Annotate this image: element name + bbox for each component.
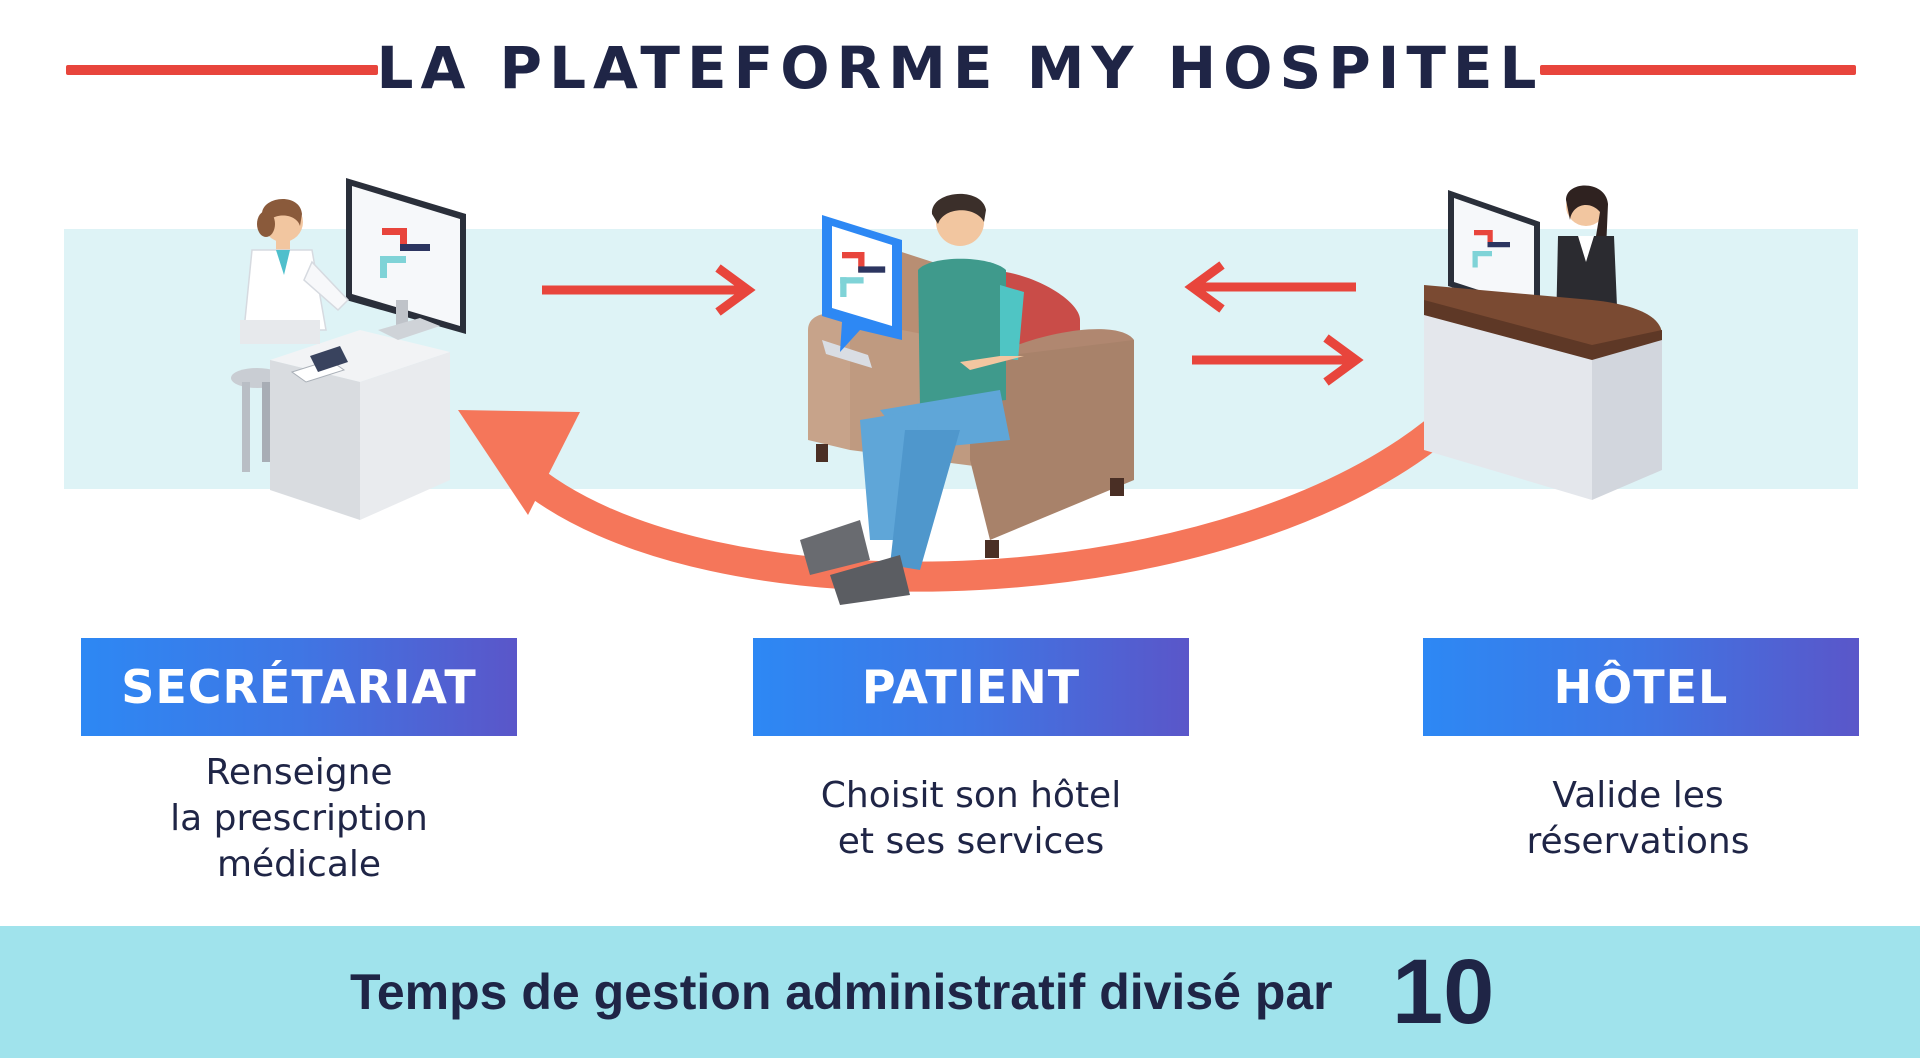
patient-icon bbox=[800, 193, 1134, 605]
description-patient: Choisit son hôtel et ses services bbox=[741, 773, 1201, 865]
hospitel-logo-icon bbox=[1472, 230, 1510, 268]
hotel-receptionist-icon bbox=[1424, 185, 1662, 500]
footer-number: 10 bbox=[1392, 941, 1495, 1043]
hospitel-logo-icon bbox=[380, 228, 430, 278]
footer-banner: Temps de gestion administratif divisé pa… bbox=[0, 926, 1920, 1058]
description-line: et ses services bbox=[837, 821, 1105, 862]
title-header: LA PLATEFORME MY HOSPITEL bbox=[0, 28, 1920, 108]
label-secretariat: SECRÉTARIAT bbox=[81, 638, 517, 736]
label-patient: PATIENT bbox=[753, 638, 1189, 736]
title-line-left bbox=[66, 65, 378, 75]
footer-text: Temps de gestion administratif divisé pa… bbox=[350, 964, 1333, 1020]
arrow-right-icon bbox=[1192, 334, 1364, 386]
arrow-right-icon bbox=[542, 264, 756, 316]
description-line: Choisit son hôtel bbox=[820, 775, 1122, 816]
description-line: la prescription bbox=[170, 798, 428, 839]
description-line: réservations bbox=[1526, 821, 1750, 862]
description-secretariat: Renseigne la prescription médicale bbox=[69, 750, 529, 888]
label-hotel: HÔTEL bbox=[1423, 638, 1859, 736]
page-title: LA PLATEFORME MY HOSPITEL bbox=[376, 34, 1544, 102]
hospitel-logo-icon bbox=[840, 252, 886, 297]
secretary-icon bbox=[231, 178, 466, 520]
title-line-right bbox=[1540, 65, 1856, 75]
flow-illustration bbox=[231, 178, 1662, 605]
arrow-left-icon bbox=[1184, 261, 1356, 313]
description-line: Valide les bbox=[1552, 775, 1724, 816]
description-hotel: Valide les réservations bbox=[1408, 773, 1868, 865]
curved-arrow-icon bbox=[458, 399, 1471, 592]
description-line: Renseigne bbox=[205, 752, 393, 793]
description-line: médicale bbox=[216, 844, 382, 885]
